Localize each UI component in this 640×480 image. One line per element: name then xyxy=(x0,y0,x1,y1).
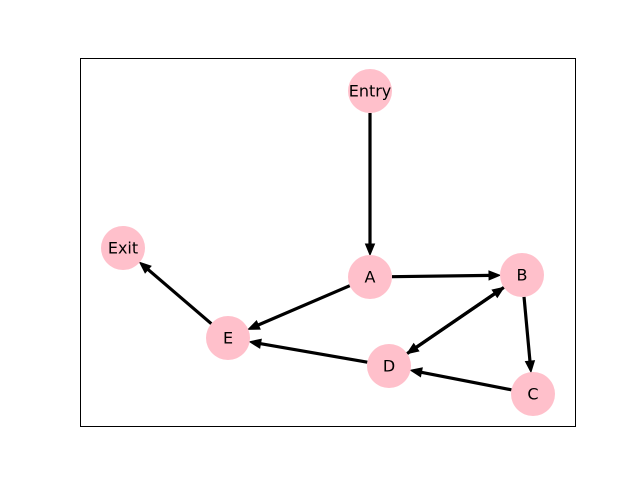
node-circle xyxy=(101,226,145,270)
node-label: Exit xyxy=(108,239,138,258)
edge-line xyxy=(145,266,213,325)
edge-a-to-e xyxy=(247,284,351,330)
edge-entry-to-a xyxy=(364,113,376,257)
edge-e-to-exit xyxy=(138,261,213,325)
edge-line xyxy=(391,273,492,279)
node-d: D xyxy=(367,344,411,388)
node-circle xyxy=(511,372,555,416)
edge-line xyxy=(258,341,368,364)
edges-layer xyxy=(138,113,536,392)
edge-line xyxy=(522,296,532,364)
node-b: B xyxy=(500,253,544,297)
arrow-head xyxy=(409,367,423,378)
arrow-head xyxy=(364,243,376,257)
arrow-head xyxy=(138,261,152,274)
node-e: E xyxy=(206,316,250,360)
node-entry: Entry xyxy=(348,69,392,113)
node-circle xyxy=(367,344,411,388)
edge-a-to-b xyxy=(391,270,502,281)
arrow-head xyxy=(247,319,261,330)
edge-b-to-c xyxy=(522,296,536,374)
edge-line xyxy=(406,291,498,355)
node-label: D xyxy=(383,357,395,376)
node-circle xyxy=(206,316,250,360)
arrow-head xyxy=(488,270,502,281)
edge-line xyxy=(255,284,351,328)
node-label: B xyxy=(517,266,528,285)
arrow-head xyxy=(491,286,505,299)
node-circle xyxy=(500,253,544,297)
node-label: A xyxy=(365,268,376,287)
node-circle xyxy=(348,255,392,299)
node-c: C xyxy=(511,372,555,416)
edge-line xyxy=(419,370,512,392)
arrow-head xyxy=(524,360,536,374)
edge-d-to-e xyxy=(248,338,368,364)
node-label: C xyxy=(527,385,538,404)
edge-c-to-d xyxy=(409,367,512,392)
node-a: A xyxy=(348,255,392,299)
arrow-head xyxy=(248,338,262,349)
node-circle xyxy=(348,69,392,113)
edge-d-to-b xyxy=(406,286,505,355)
node-label: E xyxy=(223,329,233,348)
node-label: Entry xyxy=(349,82,392,101)
node-exit: Exit xyxy=(101,226,145,270)
plot-frame xyxy=(80,58,576,427)
